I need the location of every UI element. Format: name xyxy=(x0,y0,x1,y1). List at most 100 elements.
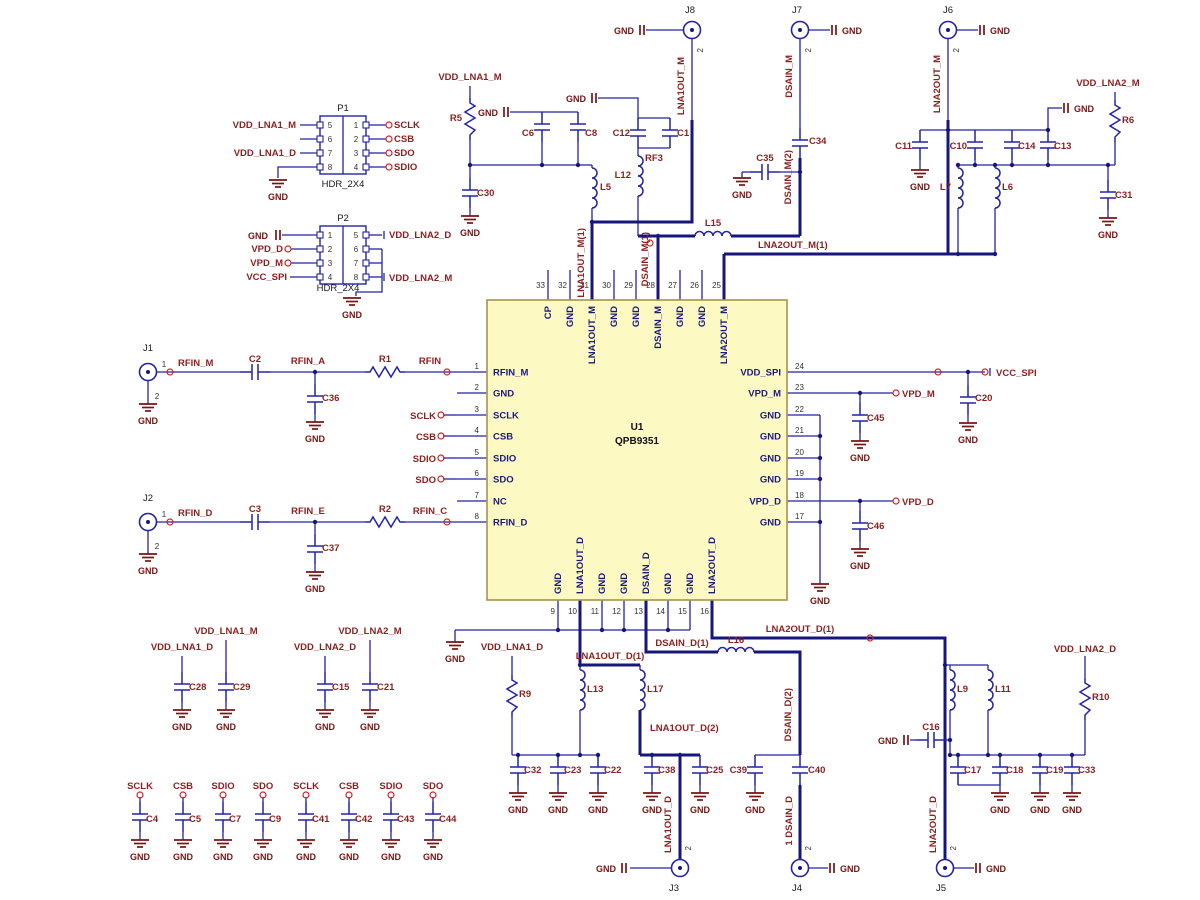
junction-dot xyxy=(817,519,823,525)
open-node xyxy=(385,121,393,129)
net-label: VPD_M xyxy=(250,258,283,269)
gnd-label: GND xyxy=(478,108,499,118)
capacitor-C15 xyxy=(317,672,333,702)
junction-dot xyxy=(655,233,661,239)
ref-C35: C35 xyxy=(756,153,774,164)
open-node xyxy=(385,149,393,157)
pin-number: 31 xyxy=(580,281,589,290)
gnd-symbol xyxy=(306,421,324,430)
pin-digit: 2 xyxy=(684,845,693,850)
pin-name: GND xyxy=(675,306,686,327)
pin-number: 33 xyxy=(536,281,545,290)
junction-dot xyxy=(555,752,561,758)
capacitor-C20 xyxy=(960,385,976,415)
gnd-label: GND xyxy=(990,26,1011,36)
open-node xyxy=(219,791,227,799)
net-label: VCC_SPI xyxy=(246,272,287,283)
pin-name: GND xyxy=(597,573,608,594)
junction-dot xyxy=(1069,752,1075,758)
net-label: VPD_D xyxy=(251,244,283,255)
connector-J4 xyxy=(790,858,810,878)
connector-J2 xyxy=(138,512,158,532)
net-label: LNA1OUT_M xyxy=(676,57,687,115)
open-node xyxy=(866,634,874,642)
open-node xyxy=(437,475,445,483)
gnd-bar-symbol xyxy=(621,863,627,873)
net-label: CSB xyxy=(416,432,436,443)
net-label: SCLK xyxy=(410,411,436,422)
gnd-label: GND xyxy=(850,453,871,463)
inductor-L15 xyxy=(694,230,732,237)
ref-C5: C5 xyxy=(189,814,202,825)
ref-C9: C9 xyxy=(269,814,281,825)
pin-name: GND xyxy=(760,518,781,529)
junction-dot xyxy=(539,162,545,168)
open-node xyxy=(385,163,393,171)
pin-number: 13 xyxy=(634,607,643,616)
pin-name: DSAIN_M xyxy=(653,306,664,349)
capacitor-C39 xyxy=(747,755,763,785)
open-node xyxy=(443,518,451,526)
header-ref: P1 xyxy=(337,103,349,114)
gnd-label: GND xyxy=(305,584,326,594)
gnd-symbol xyxy=(746,792,764,801)
header-ref: P2 xyxy=(337,213,349,224)
gnd-label: GND xyxy=(423,852,444,862)
gnd-symbol xyxy=(173,709,191,718)
ref-C15: C15 xyxy=(332,682,350,693)
ref-C29: C29 xyxy=(233,682,250,693)
gnd-symbol xyxy=(509,792,527,801)
ref-L15: L15 xyxy=(705,218,722,229)
open-node xyxy=(892,497,900,505)
net-label: VDD_LNA1_D xyxy=(151,642,213,653)
pin-number: 30 xyxy=(602,281,611,290)
pin-digit: 2 xyxy=(155,542,160,551)
resistor-R10 xyxy=(1078,678,1092,720)
ref-C37: C37 xyxy=(322,543,339,554)
pin-name: LNA2OUT_M xyxy=(719,306,730,364)
ref-C1: C1 xyxy=(677,128,690,139)
junction-dot xyxy=(621,627,627,633)
pin-number: 5 xyxy=(328,121,333,130)
net-label: VCC_SPI xyxy=(996,368,1037,379)
pin-digit: 2 xyxy=(155,392,160,401)
junction-dot xyxy=(577,752,583,758)
pin-number: 3 xyxy=(475,405,480,414)
ref-C33: C33 xyxy=(1078,765,1095,776)
junction-dot xyxy=(595,752,601,758)
pin-name: CSB xyxy=(493,432,513,443)
net-label: VDD_LNA2_D xyxy=(294,642,356,653)
connector-ref: J3 xyxy=(669,883,679,894)
junction-dot xyxy=(985,752,991,758)
capacitor-C30 xyxy=(462,178,478,208)
capacitor-C41 xyxy=(298,802,314,832)
connector-J8 xyxy=(682,20,702,40)
gnd-bar-symbol xyxy=(829,863,835,873)
net-label: SDO xyxy=(253,781,274,792)
pin-number: 16 xyxy=(700,607,709,616)
gnd-label: GND xyxy=(642,805,663,815)
pin-name: GND xyxy=(760,432,781,443)
ref-C44: C44 xyxy=(439,814,457,825)
ic-body xyxy=(486,299,788,601)
gnd-label: GND xyxy=(508,805,529,815)
gnd-bar-symbol xyxy=(639,25,645,35)
gnd-label: GND xyxy=(445,654,466,664)
gnd-label: GND xyxy=(548,805,569,815)
net-label: LNA2OUT_M(1) xyxy=(758,240,828,251)
pin-number: 8 xyxy=(475,512,480,521)
pin-name: GND xyxy=(760,411,781,422)
capacitor-C37 xyxy=(307,534,323,564)
pin-number: 21 xyxy=(795,426,804,435)
junction-dot xyxy=(947,737,953,743)
junction-dot xyxy=(965,369,971,375)
ref-C40: C40 xyxy=(808,765,825,776)
ref-C36: C36 xyxy=(322,393,339,404)
net-label: DSAIN_D(1) xyxy=(655,638,708,649)
pin-name: GND xyxy=(663,573,674,594)
pin-number: 8 xyxy=(328,163,333,172)
ref-R5: R5 xyxy=(450,113,463,124)
net-label: LNA1OUT_M(1) xyxy=(576,228,587,298)
ref-C22: C22 xyxy=(604,765,621,776)
